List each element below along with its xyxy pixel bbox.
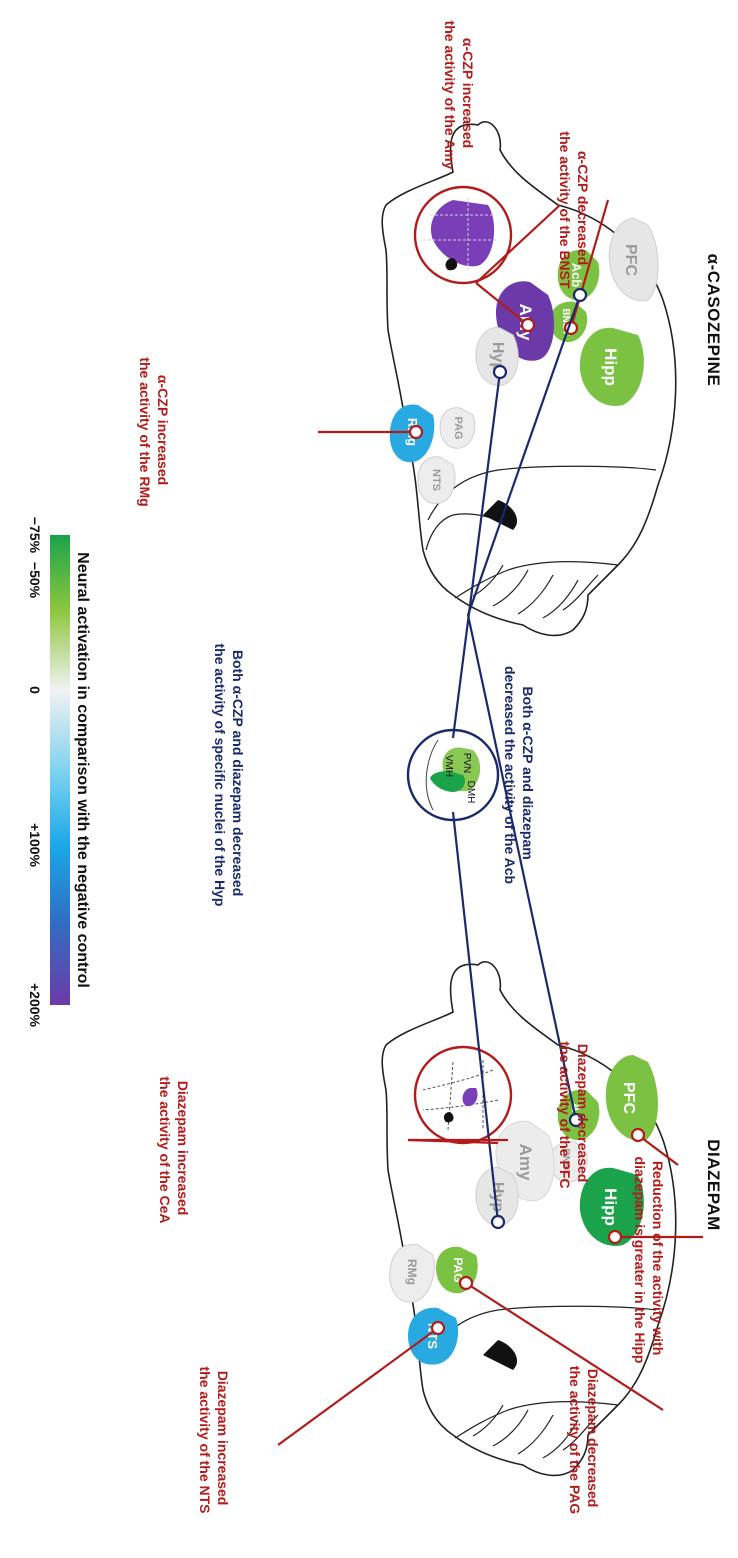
legend-tick-0: −75% bbox=[27, 517, 43, 554]
legend-title: Neural activation in comparison with the… bbox=[74, 552, 91, 988]
region-rmg-right: RMg bbox=[389, 1243, 435, 1303]
legend-tick-4: +200% bbox=[27, 983, 43, 1028]
label-pvn: PVN bbox=[461, 753, 472, 774]
region-nts-left: NTS bbox=[417, 456, 456, 504]
note-czp-rmg: α-CZP increased the activity of the RMg bbox=[137, 357, 171, 506]
amy-inset-left bbox=[413, 185, 513, 285]
label-pag-right: PAG bbox=[451, 1257, 465, 1282]
note-dzp-pfc: Diazepam decreased the activity of the P… bbox=[557, 1041, 591, 1188]
connectors bbox=[277, 199, 703, 1446]
note-dzp-nts: Diazepam increased the activity of the N… bbox=[197, 1366, 231, 1513]
hyp-nuclei-inset: PVN DMH VMH bbox=[406, 728, 500, 822]
legend-gradient-bar bbox=[50, 535, 70, 1005]
legend-tick-2: 0 bbox=[27, 686, 43, 694]
label-hipp-left: Hipp bbox=[601, 348, 620, 386]
note-dzp-hipp: Reduction of the activity with diazepam … bbox=[632, 1157, 666, 1364]
label-pag-left: PAG bbox=[452, 416, 464, 439]
label-hyp-right: Hyp bbox=[489, 1182, 506, 1212]
label-amy-right: Amy bbox=[516, 1144, 535, 1181]
note-both-acb: Both α-CZP and diazepam decreased the ac… bbox=[502, 666, 536, 884]
label-dmh: DMH bbox=[465, 781, 476, 804]
label-hipp-right: Hipp bbox=[601, 1188, 620, 1226]
label-hyp-left: Hyp bbox=[489, 342, 506, 372]
region-pag-left: PAG bbox=[439, 407, 476, 449]
label-rmg-right: RMg bbox=[405, 1259, 419, 1285]
note-dzp-pag: Diazepam decreased the activity of the P… bbox=[567, 1366, 601, 1514]
annotations: α-CZP increased the activity of the Amy … bbox=[137, 21, 666, 1515]
title-casozepine: α-CASOZEPINE bbox=[704, 254, 723, 387]
label-bnst-left: BNST bbox=[560, 308, 571, 335]
legend-tick-3: +100% bbox=[27, 823, 43, 868]
region-acb-left: Acb bbox=[557, 249, 600, 300]
region-hyp-left: Hyp bbox=[475, 327, 519, 386]
note-czp-bnst: α-CZP decreased the activity of the BNST bbox=[557, 131, 591, 289]
activation-legend: Neural activation in comparison with the… bbox=[27, 517, 91, 1028]
note-czp-amy: α-CZP increased the activity of the Amy bbox=[442, 21, 476, 170]
region-pfc-right: PFC bbox=[605, 1055, 658, 1141]
brain-diazepam: PFC Acb BNST Hipp Amy Hyp PAG RMg bbox=[381, 961, 677, 1477]
note-both-hyp: Both α-CZP and diazepam decreased the ac… bbox=[212, 644, 246, 907]
note-dzp-cea: Diazepam increased the activity of the C… bbox=[157, 1076, 191, 1223]
brain-casozepine: PFC Acb BNST Hipp Amy Hyp PAG RMg bbox=[381, 121, 677, 637]
label-bnst-right: BNST bbox=[560, 1148, 571, 1175]
label-nts-left: NTS bbox=[430, 469, 442, 491]
region-hipp-right: Hipp bbox=[579, 1167, 644, 1246]
label-acb-left: Acb bbox=[569, 263, 584, 288]
label-vmh: VMH bbox=[443, 755, 454, 777]
region-hipp-left: Hipp bbox=[579, 327, 644, 406]
label-pfc-left: PFC bbox=[622, 244, 639, 276]
label-pfc-right: PFC bbox=[620, 1082, 637, 1114]
title-diazepam: DIAZEPAM bbox=[704, 1139, 723, 1231]
region-hyp-right: Hyp bbox=[475, 1167, 519, 1226]
legend-tick-1: −50% bbox=[27, 562, 43, 599]
cea-inset-right bbox=[413, 1045, 513, 1145]
region-pfc-left: PFC bbox=[608, 217, 659, 302]
